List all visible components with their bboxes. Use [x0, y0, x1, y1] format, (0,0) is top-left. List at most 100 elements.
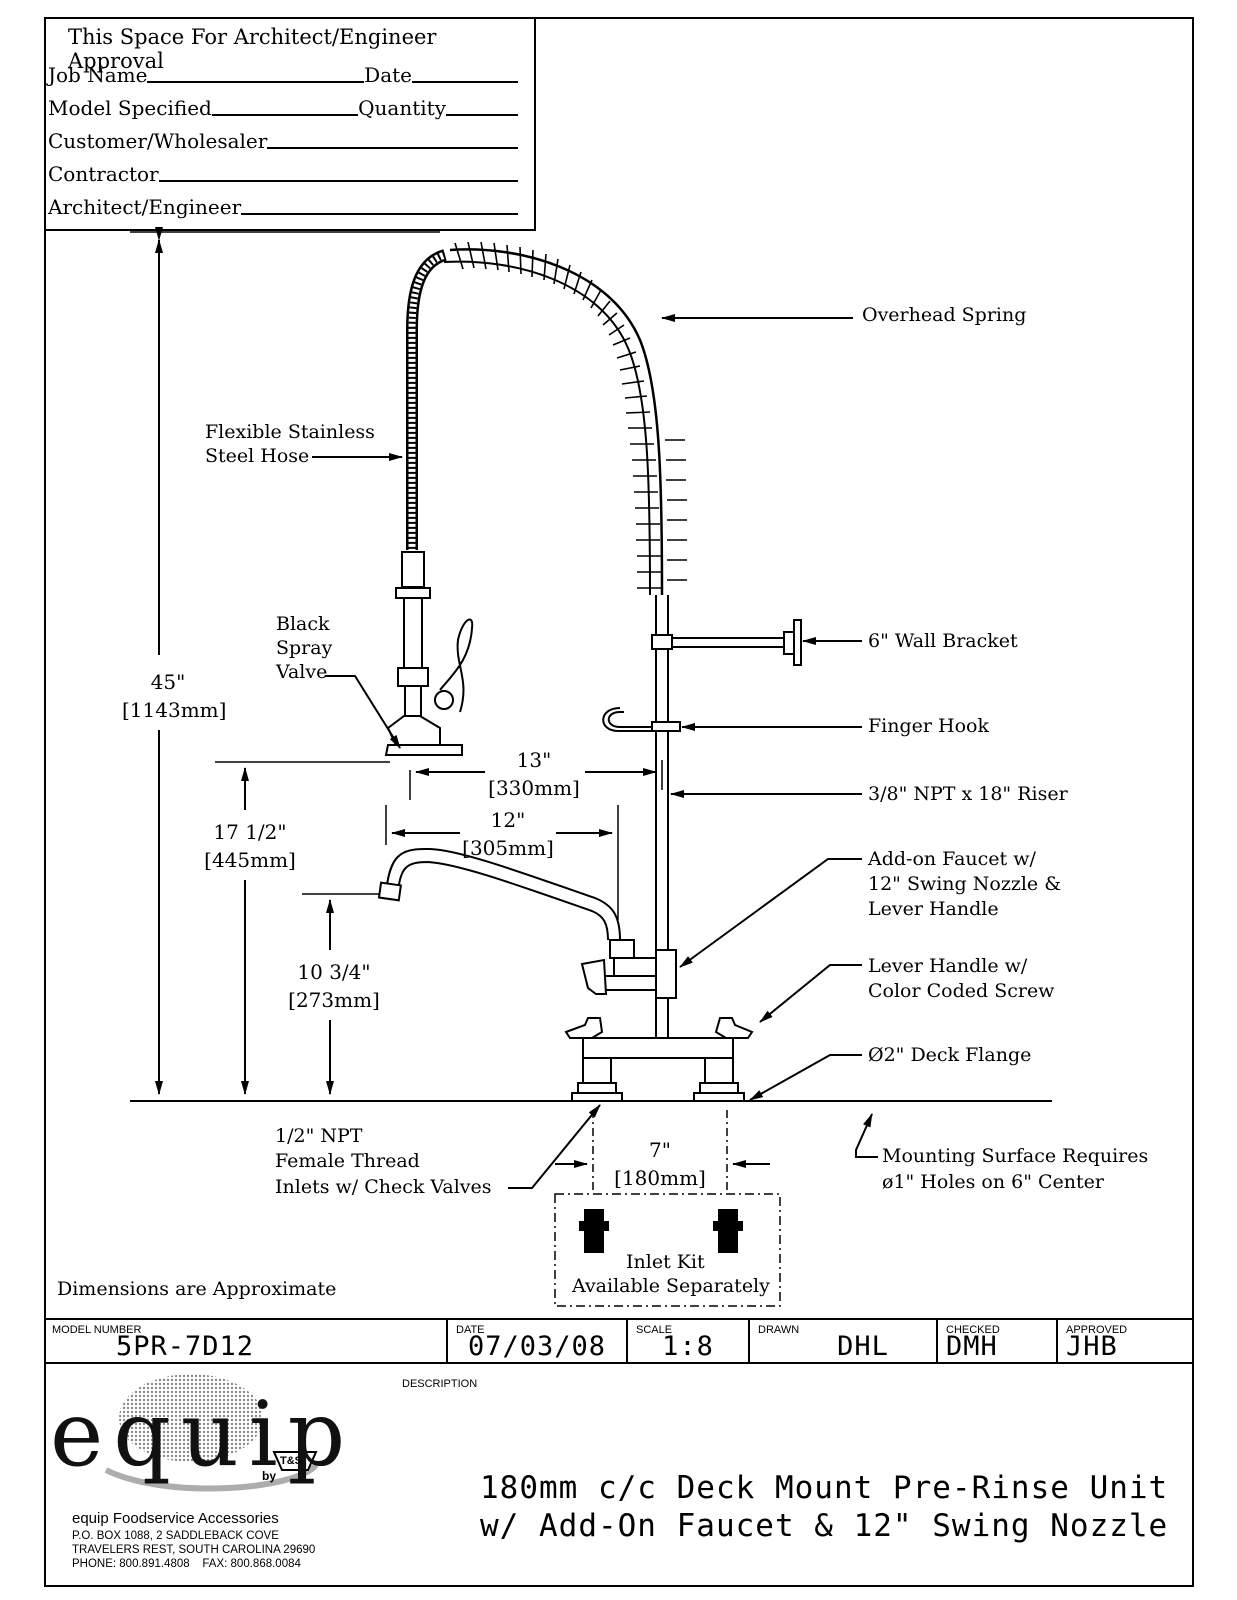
approved-caption: APPROVED [1066, 1324, 1128, 1336]
label-finger-hook: Finger Hook [868, 715, 989, 737]
architect-row: Architect/Engineer [48, 189, 518, 219]
scale-caption: SCALE [636, 1324, 673, 1336]
label-addon-2: 12" Swing Nozzle & [868, 873, 1062, 895]
leader-mounting [855, 1113, 878, 1158]
label-wall-bracket: 6" Wall Bracket [868, 630, 1018, 652]
company-address-2: TRAVELERS REST, SOUTH CAROLINA 29690 [72, 1544, 316, 1556]
title-block: MODEL NUMBER 5PR-7D12 DATE 07/03/08 SCAL… [44, 1318, 1194, 1364]
label-flange: Ø2" Deck Flange [868, 1044, 1032, 1066]
architect-label: Architect/Engineer [48, 195, 242, 219]
contractor-row: Contractor [48, 156, 518, 186]
dim-reach13-mm: [330mm] [488, 776, 580, 800]
model-number-cell: MODEL NUMBER 5PR-7D12 [44, 1320, 448, 1364]
label-riser: 3/8" NPT x 18" Riser [868, 783, 1068, 805]
overhead-spring [449, 248, 664, 596]
leader-addon [679, 858, 862, 968]
label-spray-2: Spray [276, 637, 333, 659]
date-cell: DATE 07/03/08 [448, 1320, 628, 1364]
contractor-label: Contractor [48, 162, 159, 186]
label-approximate: Dimensions are Approximate [57, 1278, 337, 1300]
customer-field[interactable] [267, 147, 518, 149]
equip-logo [104, 1374, 319, 1492]
dim-overall-in: 45" [150, 670, 186, 694]
drawn: DHL [837, 1331, 889, 1362]
logo-by: by [262, 1469, 277, 1483]
dim-reach-13: 13" [330mm] [484, 746, 584, 802]
dim-spray-mm: [445mm] [204, 848, 296, 872]
drawn-cell: DRAWN DHL [750, 1320, 938, 1364]
label-spray-1: Black [276, 613, 330, 635]
label-lever-2: Color Coded Screw [868, 980, 1055, 1002]
label-spray-3: Valve [276, 661, 328, 683]
scale: 1:8 [662, 1331, 714, 1362]
customer-label: Customer/Wholesaler [48, 129, 268, 153]
dim-reach12-mm: [305mm] [462, 836, 554, 860]
company-name: equip Foodservice Accessories [72, 1510, 279, 1527]
checked-caption: CHECKED [946, 1324, 1000, 1336]
label-mounting-2: ø1" Holes on 6" Center [882, 1171, 1104, 1193]
label-kit-2: Available Separately [572, 1275, 770, 1297]
inlet-kit-box [554, 1193, 781, 1307]
label-inlet-1: 1/2" NPT [275, 1125, 363, 1147]
dim-reach12-in: 12" [490, 808, 526, 832]
model-row: Model Specified Quantity [48, 90, 518, 120]
label-kit-1: Inlet Kit [626, 1251, 705, 1273]
date-label: Date [364, 63, 412, 87]
model-specified-label: Model Specified [48, 96, 212, 120]
inlet-fitting-right [713, 1209, 743, 1253]
checked-cell: CHECKED DMH [938, 1320, 1058, 1364]
contractor-field[interactable] [158, 180, 518, 182]
logo-wordmark: equip [50, 1382, 356, 1487]
model-number-label: MODEL NUMBER [52, 1324, 142, 1336]
dim-center: 7" [180mm] [612, 1136, 708, 1192]
quantity-field[interactable] [446, 114, 518, 116]
label-lever-1: Lever Handle w/ [868, 955, 1028, 977]
dim-overall: 45" [1143mm] [122, 668, 227, 724]
description-line-1: 180mm c/c Deck Mount Pre-Rinse Unit [480, 1470, 1169, 1506]
dim-spout-mm: [273mm] [288, 988, 380, 1012]
label-addon-3: Lever Handle [868, 898, 999, 920]
dim-reach13-in: 13" [516, 748, 552, 772]
drawn-caption: DRAWN [758, 1324, 800, 1336]
label-overhead-spring: Overhead Spring [862, 304, 1027, 326]
dim-reach-12: 12" [305mm] [460, 806, 556, 862]
label-hose-2: Steel Hose [205, 445, 310, 467]
dim-center-mm: [180mm] [614, 1166, 706, 1190]
leader-lever [759, 964, 862, 1023]
date-field[interactable] [412, 81, 518, 83]
label-mounting-1: Mounting Surface Requires [882, 1145, 1149, 1167]
label-inlet-3: Inlets w/ Check Valves [275, 1176, 492, 1198]
dim-overall-mm: [1143mm] [122, 698, 227, 722]
customer-row: Customer/Wholesaler [48, 123, 518, 153]
dim-spray-in: 17 1/2" [213, 820, 287, 844]
label-hose-1: Flexible Stainless [205, 421, 375, 443]
approved-cell: APPROVED JHB [1058, 1320, 1192, 1364]
job-name-field[interactable] [147, 81, 365, 83]
description-caption: DESCRIPTION [402, 1378, 478, 1390]
job-name-row: Job Name Date [48, 57, 518, 87]
leader-inlets [508, 1104, 601, 1189]
model-specified-field[interactable] [211, 114, 359, 116]
label-addon-1: Add-on Faucet w/ [868, 848, 1036, 870]
drawing-frame [44, 17, 1194, 1587]
approval-box: This Space For Architect/Engineer Approv… [44, 17, 536, 231]
job-name-label: Job Name [48, 63, 148, 87]
model-number: 5PR-7D12 [115, 1331, 255, 1362]
company-address-1: P.O. BOX 1088, 2 SADDLEBACK COVE [72, 1530, 279, 1542]
description-line-2: w/ Add-On Faucet & 12" Swing Nozzle [480, 1508, 1169, 1544]
drawing-date: 07/03/08 [467, 1331, 607, 1362]
label-inlet-2: Female Thread [275, 1150, 420, 1172]
inlet-fitting-left [579, 1209, 609, 1253]
leader-flange [749, 1054, 862, 1101]
dim-center-in: 7" [649, 1138, 671, 1162]
approved: JHB [1066, 1331, 1118, 1362]
approval-title: This Space For Architect/Engineer Approv… [68, 25, 437, 73]
quantity-label: Quantity [358, 96, 446, 120]
logo-badge: T&S [280, 1455, 302, 1467]
dim-spout-in: 10 3/4" [297, 960, 371, 984]
dim-spout: 10 3/4" [273mm] [284, 958, 384, 1014]
scale-cell: SCALE 1:8 [628, 1320, 750, 1364]
architect-field[interactable] [241, 213, 518, 215]
dim-spray: 17 1/2" [445mm] [200, 818, 300, 874]
